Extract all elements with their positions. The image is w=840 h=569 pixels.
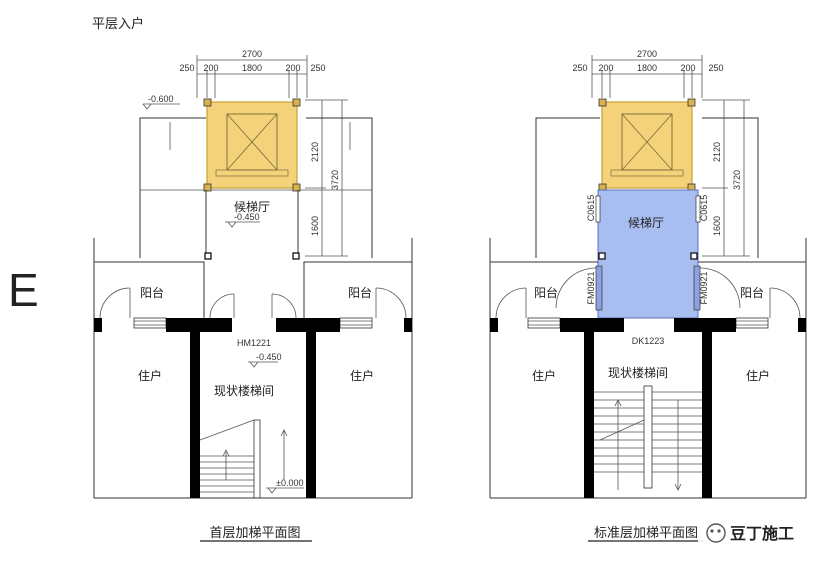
ground-dim-right: 2120: [310, 142, 320, 162]
standard-balcony-right: 阳台: [740, 285, 764, 300]
ground-balcony-right: 阳台: [348, 285, 372, 300]
page-heading: 平层入户: [92, 16, 144, 31]
standard-top-dimensions: 2700 250 200 1800 200 250: [572, 49, 724, 98]
ground-unit-right: 住户: [350, 368, 374, 383]
ground-walls: [94, 318, 412, 498]
ground-plan-title: 首层加梯平面图: [209, 525, 300, 540]
ground-floor-plan: 2700 250 200 1800 200 250 2120 3720 1600: [93, 49, 413, 542]
standard-fm-left: FM0921: [586, 271, 596, 304]
standard-dim-part: 200: [680, 63, 695, 73]
standard-right-dimensions: 2120 3720 1600: [702, 99, 750, 257]
standard-unit-right: 住户: [746, 368, 770, 383]
ground-level-door: -0.450: [256, 352, 282, 362]
wechat-logo-icon: [706, 523, 726, 543]
standard-dim-right: 2120: [712, 142, 722, 162]
standard-dim-total: 2700: [637, 49, 657, 59]
standard-dim-part: 250: [708, 63, 723, 73]
standard-door-label: DK1223: [632, 336, 665, 346]
standard-dim-part: 1800: [637, 63, 657, 73]
standard-elevator-shaft: [598, 98, 696, 192]
ground-level-tl: -0.600: [148, 94, 174, 104]
ground-balcony-left: 阳台: [140, 285, 164, 300]
standard-dim-right: 1600: [712, 216, 722, 236]
standard-plan-title: 标准层加梯平面图: [594, 525, 698, 540]
standard-unit-left: 住户: [532, 368, 556, 383]
standard-walls: [490, 318, 806, 498]
ground-door-label: HM1221: [237, 338, 271, 348]
ground-dim-right: 1600: [310, 216, 320, 236]
level-marker-door: -0.450: [248, 352, 282, 368]
ground-level-bottom: ±0.000: [276, 478, 303, 488]
standard-elevator-hall: [595, 189, 701, 319]
ground-stairs: [199, 419, 288, 499]
standard-dim-part: 250: [572, 63, 587, 73]
ground-dim-right: 3720: [330, 170, 340, 190]
standard-balcony-left: 阳台: [534, 285, 558, 300]
ground-dim-part: 1800: [242, 63, 262, 73]
standard-dim-part: 200: [598, 63, 613, 73]
ground-dim-part: 200: [203, 63, 218, 73]
standard-fm-right: FM0921: [699, 271, 709, 304]
level-marker-tl: -0.600: [142, 94, 180, 110]
ground-stair-label: 现状楼梯间: [214, 383, 274, 398]
ground-dim-part: 250: [310, 63, 325, 73]
ground-right-dimensions: 2120 3720 1600: [305, 99, 348, 257]
ground-hall-label: 候梯厅: [234, 200, 270, 214]
watermark-text: 豆丁施工: [730, 524, 794, 543]
standard-window-left: C0615: [586, 195, 596, 222]
standard-stair-label: 现状楼梯间: [608, 365, 668, 380]
level-marker-bottom: ±0.000: [266, 478, 304, 494]
watermark: 豆丁施工: [698, 520, 820, 546]
standard-dim-right: 3720: [732, 170, 742, 190]
ground-unit-left: 住户: [138, 368, 162, 383]
standard-floor-plan: 2700 250 200 1800 200 250 2120 3720 1600: [489, 49, 807, 542]
standard-hall-label: 候梯厅: [628, 216, 664, 230]
grid-axis-letter: E: [8, 264, 39, 316]
ground-dim-part: 250: [179, 63, 194, 73]
standard-window-right: C0615: [699, 195, 709, 222]
ground-elevator-shaft: [203, 98, 301, 192]
ground-dim-part: 200: [285, 63, 300, 73]
level-marker-hall: -0.450: [225, 212, 260, 228]
ground-dim-total: 2700: [242, 49, 262, 59]
ground-top-dimensions: 2700 250 200 1800 200 250: [179, 49, 326, 98]
ground-level-hall: -0.450: [234, 212, 260, 222]
standard-stairs: [594, 385, 702, 491]
